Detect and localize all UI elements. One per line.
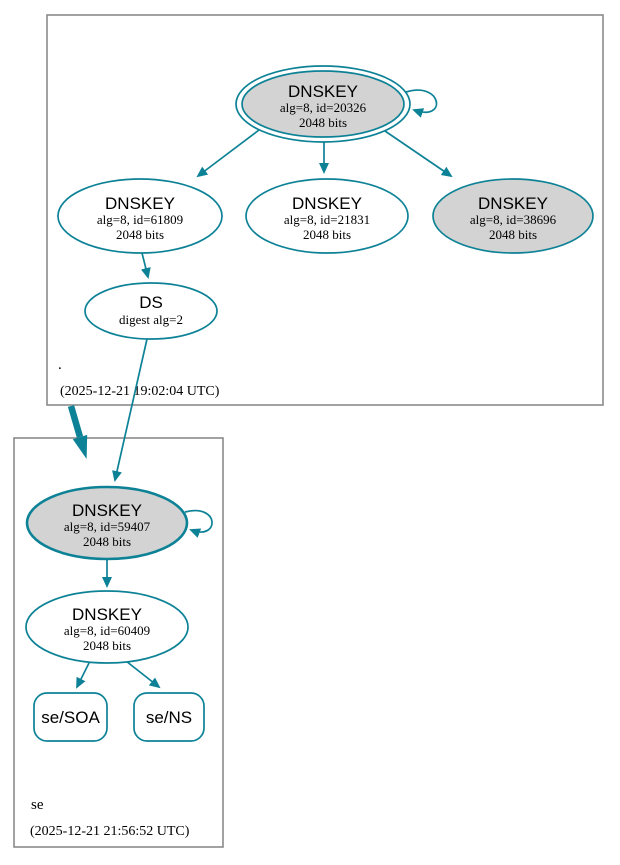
edge-60409-soa [76, 660, 91, 689]
edge-delegation-arrowhead [72, 434, 88, 459]
zone-root-name: . [58, 357, 62, 373]
dnskey-38696-title: DNSKEY [478, 194, 548, 213]
dnskey-20326-bits: 2048 bits [299, 115, 347, 130]
rrset-se-soa-node[interactable]: se/SOA [33, 692, 108, 742]
dnskey-59407-node[interactable]: DNSKEY alg=8, id=59407 2048 bits [25, 485, 189, 561]
dnskey-60409-detail: alg=8, id=60409 [64, 623, 150, 638]
rrset-se-ns-label: se/NS [146, 708, 192, 727]
dnskey-61809-detail: alg=8, id=61809 [97, 212, 183, 227]
dnskey-61809-node[interactable]: DNSKEY alg=8, id=61809 2048 bits [57, 178, 223, 254]
zone-box-se: se (2025-12-21 21:56:52 UTC) [13, 437, 224, 848]
dnskey-38696-detail: alg=8, id=38696 [470, 212, 557, 227]
edge-delegation-root-se [67, 405, 84, 438]
ds-title: DS [139, 293, 163, 312]
edge-59407-selfloop [184, 509, 213, 538]
dnskey-59407-detail: alg=8, id=59407 [64, 519, 151, 534]
dnskey-61809-bits: 2048 bits [116, 227, 164, 242]
edge-ds-59407 [112, 338, 148, 482]
dnskey-20326-detail: alg=8, id=20326 [280, 100, 367, 115]
edge-61809-ds [140, 252, 151, 279]
dnskey-60409-title: DNSKEY [72, 605, 142, 624]
ds-node[interactable]: DS digest alg=2 [84, 282, 218, 340]
dnskey-59407-bits: 2048 bits [83, 534, 131, 549]
dnskey-60409-bits: 2048 bits [83, 638, 131, 653]
zone-se-name: se [31, 797, 44, 813]
zone-box-root: . (2025-12-21 19:02:04 UTC) [46, 14, 604, 406]
dnskey-20326-title: DNSKEY [288, 82, 358, 101]
dnskey-38696-node[interactable]: DNSKEY alg=8, id=38696 2048 bits [432, 178, 594, 254]
dnskey-21831-node[interactable]: DNSKEY alg=8, id=21831 2048 bits [245, 178, 409, 254]
dnskey-21831-detail: alg=8, id=21831 [284, 212, 370, 227]
dnskey-61809-title: DNSKEY [105, 194, 175, 213]
edges [67, 89, 453, 689]
dnskey-38696-bits: 2048 bits [489, 227, 537, 242]
zone-root-timestamp: (2025-12-21 19:02:04 UTC) [60, 384, 220, 399]
dnskey-20326-node[interactable]: DNSKEY alg=8, id=20326 2048 bits [235, 65, 411, 143]
dnskey-21831-bits: 2048 bits [303, 227, 351, 242]
ds-detail: digest alg=2 [119, 312, 183, 327]
dnskey-60409-node[interactable]: DNSKEY alg=8, id=60409 2048 bits [25, 590, 189, 664]
edge-20326-38696 [384, 130, 453, 178]
rrset-se-soa-label: se/SOA [41, 708, 100, 727]
edge-60409-ns [125, 660, 161, 689]
edge-20326-selfloop [405, 89, 438, 118]
dnskey-59407-title: DNSKEY [72, 501, 142, 520]
rrset-se-ns-node[interactable]: se/NS [133, 692, 205, 742]
zone-se-timestamp: (2025-12-21 21:56:52 UTC) [30, 824, 190, 839]
dnskey-21831-title: DNSKEY [292, 194, 362, 213]
edge-20326-61809 [196, 129, 260, 178]
